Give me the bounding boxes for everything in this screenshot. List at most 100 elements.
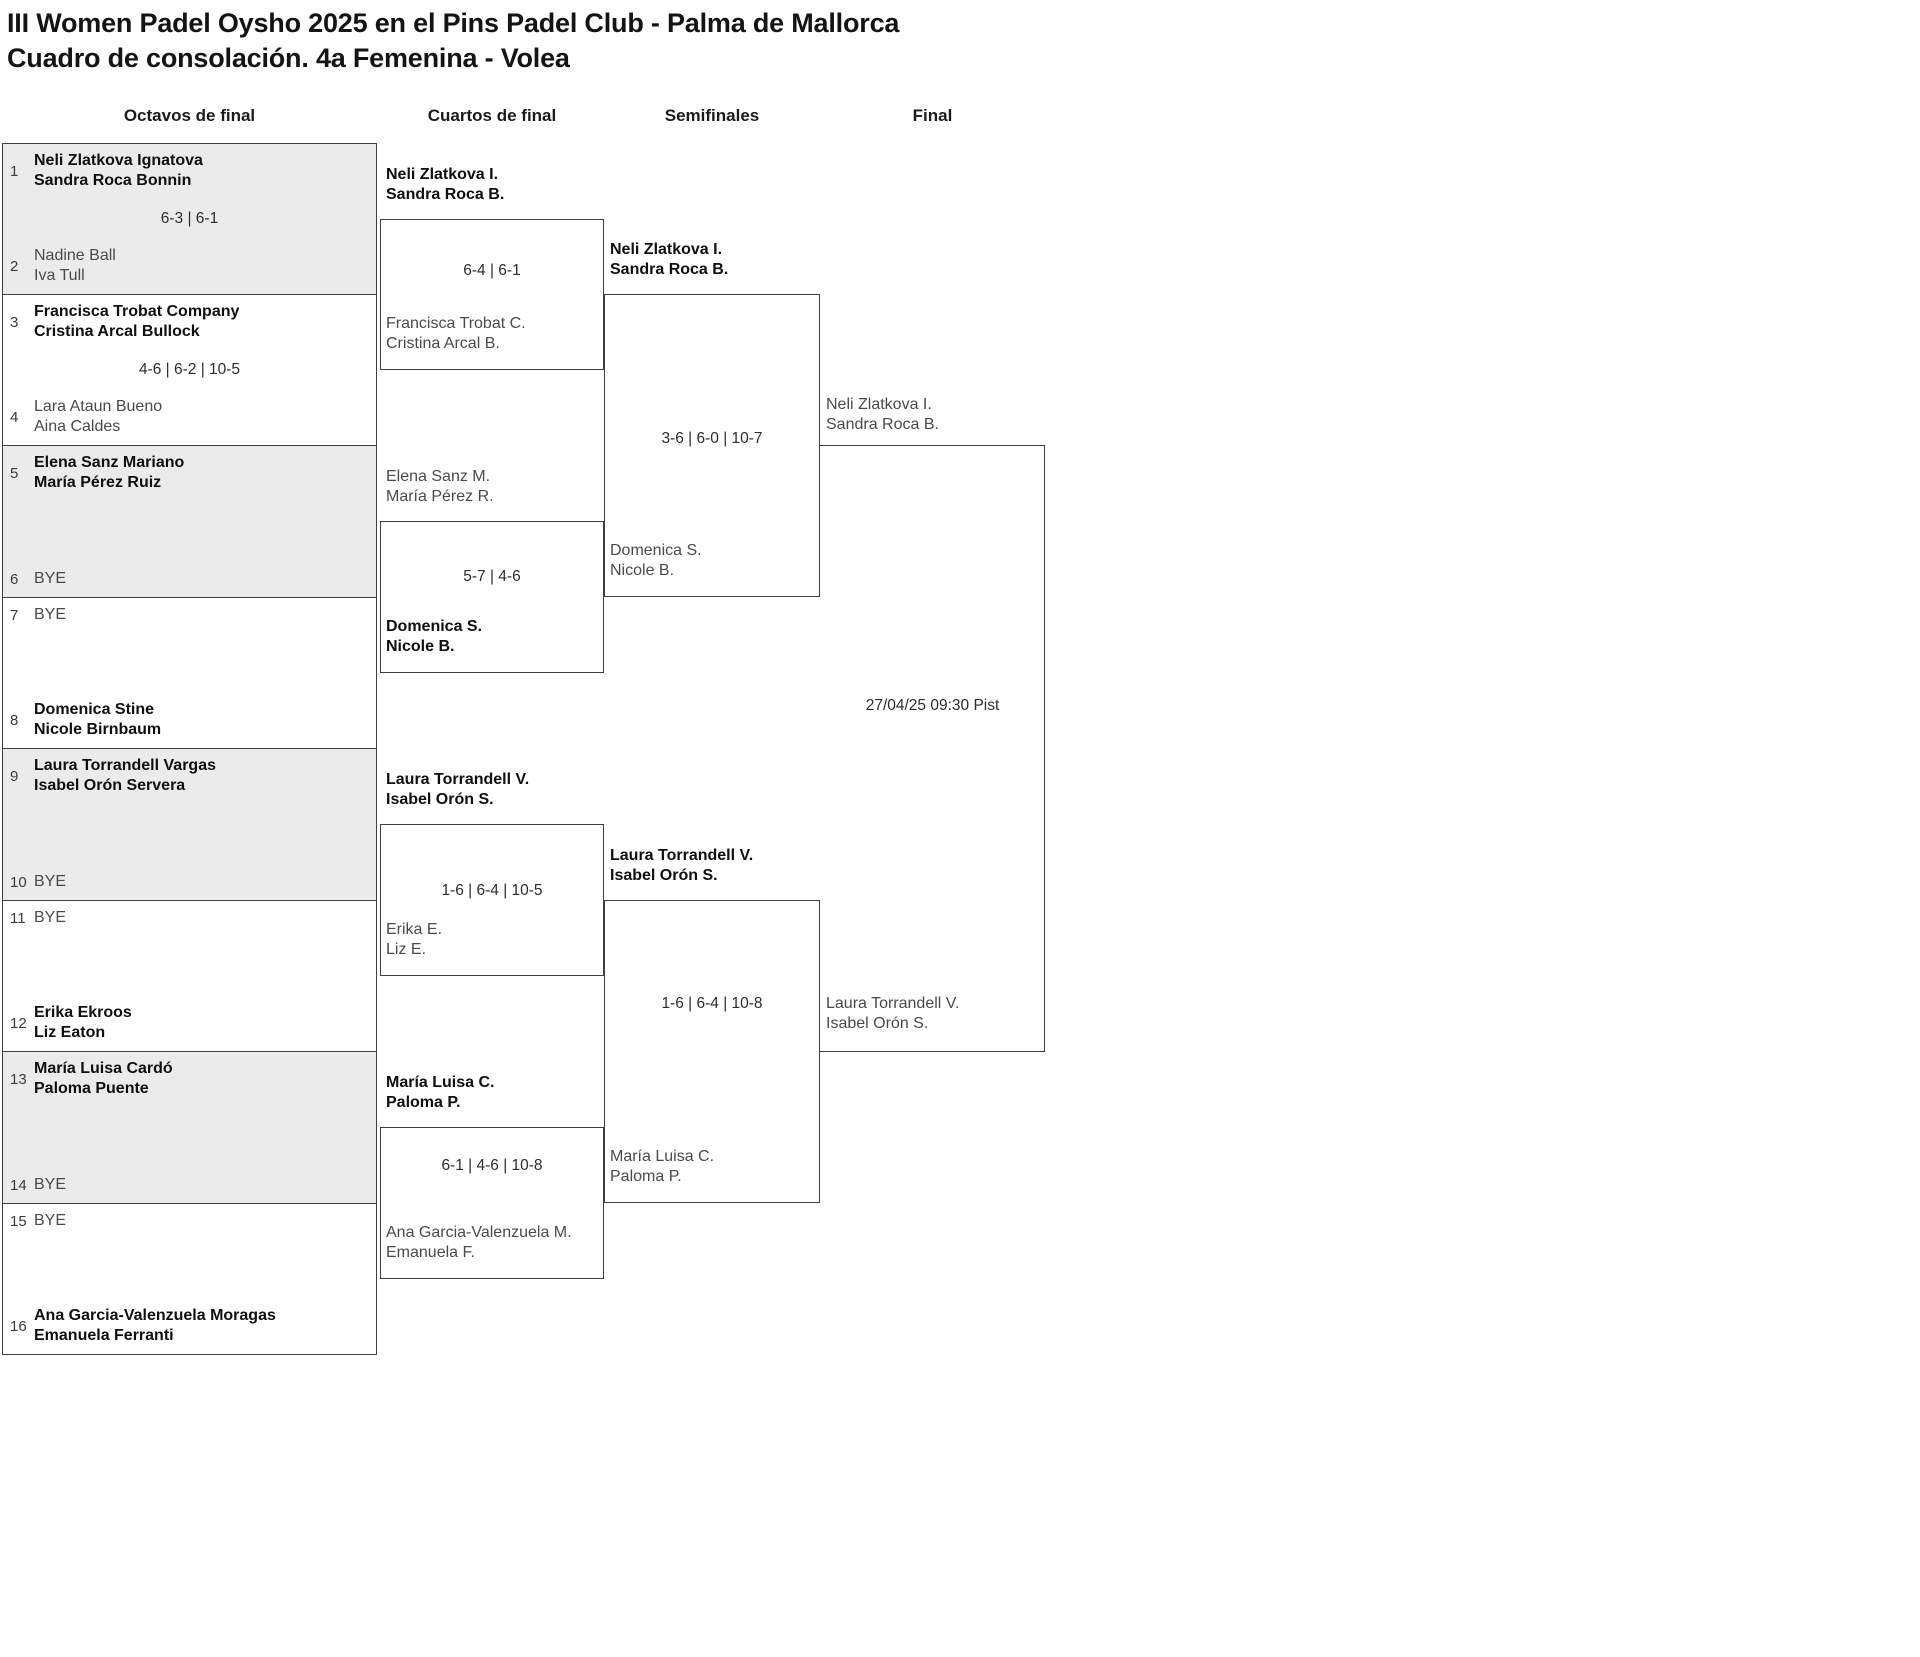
- round-header-semifinales: Semifinales: [664, 106, 760, 125]
- sf1-team-top: Neli Zlatkova I.Sandra Roca B.: [610, 241, 729, 278]
- bye-label: BYE: [34, 570, 67, 587]
- r16-match-5: 9 Laura Torrandell Vargas Isabel Orón Se…: [2, 748, 377, 901]
- player-2-name: Paloma Puente: [34, 1080, 149, 1097]
- semifinal-1-box: [604, 294, 820, 597]
- r16-match-4: 7 BYE 8 Domenica Stine Nicole Birnbaum: [2, 597, 377, 749]
- seed-number: 14: [10, 1176, 27, 1194]
- team-names: María Luisa Cardó Paloma Puente: [34, 1059, 376, 1099]
- r16-slot-2: 2 Nadine Ball Iva Tull: [3, 246, 376, 286]
- r16-slot-16: 16 Ana Garcia-Valenzuela Moragas Emanuel…: [3, 1306, 376, 1346]
- player-2-name: María Pérez Ruiz: [34, 474, 162, 491]
- qf4-team-top: María Luisa C.Paloma P.: [386, 1074, 495, 1111]
- round-header-octavos: Octavos de final: [123, 106, 256, 125]
- bye-label: BYE: [34, 606, 67, 623]
- team-names: Neli Zlatkova Ignatova Sandra Roca Bonni…: [34, 151, 376, 191]
- team-names: BYE: [34, 1175, 376, 1195]
- team-names: Nadine Ball Iva Tull: [34, 246, 376, 286]
- match-score: 6-3 | 6-1: [160, 210, 219, 227]
- quarterfinal-1-box: [380, 219, 604, 370]
- player-2-name: Aina Caldes: [34, 418, 121, 435]
- player-1-name: Laura Torrandell Vargas: [34, 757, 216, 774]
- player-1-name: Ana Garcia-Valenzuela Moragas: [34, 1307, 276, 1324]
- team-names: Francisca Trobat Company Cristina Arcal …: [34, 302, 376, 342]
- team-names: BYE: [34, 872, 376, 892]
- seed-number: 3: [10, 313, 19, 331]
- quarterfinal-3-box: [380, 824, 604, 976]
- team-names: Domenica Stine Nicole Birnbaum: [34, 700, 376, 740]
- seed-number: 2: [10, 257, 19, 275]
- player-2-name: Iva Tull: [34, 267, 85, 284]
- seed-number: 4: [10, 408, 19, 426]
- qf2-team-top: Elena Sanz M.María Pérez R.: [386, 468, 494, 505]
- player-1-name: Erika Ekroos: [34, 1004, 132, 1021]
- r16-slot-3: 3 Francisca Trobat Company Cristina Arca…: [3, 302, 376, 342]
- bye-label: BYE: [34, 1212, 67, 1229]
- player-2-name: Liz Eaton: [34, 1024, 106, 1041]
- r16-match-2: 3 Francisca Trobat Company Cristina Arca…: [2, 294, 377, 446]
- seed-number: 15: [10, 1212, 27, 1230]
- player-1-name: Francisca Trobat Company: [34, 303, 240, 320]
- r16-slot-1: 1 Neli Zlatkova Ignatova Sandra Roca Bon…: [3, 151, 376, 191]
- seed-number: 10: [10, 873, 27, 891]
- bye-label: BYE: [34, 873, 67, 890]
- r16-slot-6: 6 BYE: [3, 569, 376, 589]
- round-header-final: Final: [912, 106, 953, 125]
- r16-slot-4: 4 Lara Ataun Bueno Aina Caldes: [3, 397, 376, 437]
- qf1-score: 6-4 | 6-1: [463, 262, 521, 279]
- team-names: BYE: [34, 908, 376, 928]
- r16-slot-8: 8 Domenica Stine Nicole Birnbaum: [3, 700, 376, 740]
- player-1-name: Domenica Stine: [34, 701, 155, 718]
- team-names: BYE: [34, 605, 376, 625]
- semifinal-2-box: [604, 900, 820, 1203]
- quarterfinal-4-box: [380, 1127, 604, 1279]
- r16-match-6: 11 BYE 12 Erika Ekroos Liz Eaton: [2, 900, 377, 1052]
- player-2-name: Nicole Birnbaum: [34, 721, 162, 738]
- team-names: Lara Ataun Bueno Aina Caldes: [34, 397, 376, 437]
- seed-number: 9: [10, 767, 19, 785]
- r16-match-1: 1 Neli Zlatkova Ignatova Sandra Roca Bon…: [2, 143, 377, 295]
- page-title-line2: Cuadro de consolación. 4a Femenina - Vol…: [7, 43, 570, 73]
- r16-slot-10: 10 BYE: [3, 872, 376, 892]
- quarterfinal-2-box: [380, 521, 604, 673]
- player-2-name: Isabel Orón Servera: [34, 777, 186, 794]
- seed-number: 12: [10, 1014, 27, 1032]
- sf2-team-bottom: María Luisa C.Paloma P.: [610, 1148, 715, 1185]
- team-names: BYE: [34, 1211, 376, 1231]
- round-header-cuartos: Cuartos de final: [427, 106, 557, 125]
- seed-number: 6: [10, 570, 19, 588]
- final-team-top: Neli Zlatkova I.Sandra Roca B.: [826, 396, 939, 433]
- r16-slot-13: 13 María Luisa Cardó Paloma Puente: [3, 1059, 376, 1099]
- team-names: Elena Sanz Mariano María Pérez Ruiz: [34, 453, 376, 493]
- team-names: Laura Torrandell Vargas Isabel Orón Serv…: [34, 756, 376, 796]
- seed-number: 16: [10, 1317, 27, 1335]
- team-names: BYE: [34, 569, 376, 589]
- qf4-score: 6-1 | 4-6 | 10-8: [441, 1157, 543, 1174]
- qf3-team-top: Laura Torrandell V.Isabel Orón S.: [386, 771, 530, 808]
- r16-slot-7: 7 BYE: [3, 605, 376, 625]
- player-1-name: María Luisa Cardó: [34, 1060, 173, 1077]
- player-2-name: Emanuela Ferranti: [34, 1327, 174, 1344]
- sf1-score: 3-6 | 6-0 | 10-7: [661, 430, 763, 447]
- qf1-team-bottom: Francisca Trobat C.Cristina Arcal B.: [386, 315, 526, 352]
- player-2-name: Sandra Roca Bonnin: [34, 172, 192, 189]
- sf2-score: 1-6 | 6-4 | 10-8: [661, 995, 763, 1012]
- r16-slot-12: 12 Erika Ekroos Liz Eaton: [3, 1003, 376, 1043]
- qf2-score: 5-7 | 4-6: [463, 568, 521, 585]
- sf2-team-top: Laura Torrandell V.Isabel Orón S.: [610, 847, 754, 884]
- qf2-team-bottom: Domenica S.Nicole B.: [386, 618, 483, 655]
- page-title: III Women Padel Oysho 2025 en el Pins Pa…: [7, 6, 899, 76]
- qf3-team-bottom: Erika E.Liz E.: [386, 921, 443, 958]
- seed-number: 5: [10, 464, 19, 482]
- player-2-name: Cristina Arcal Bullock: [34, 323, 200, 340]
- qf3-score: 1-6 | 6-4 | 10-5: [441, 882, 543, 899]
- seed-number: 13: [10, 1070, 27, 1088]
- r16-match-7: 13 María Luisa Cardó Paloma Puente 14 BY…: [2, 1051, 377, 1204]
- final-box: [820, 445, 1045, 1052]
- player-1-name: Neli Zlatkova Ignatova: [34, 152, 203, 169]
- final-team-bottom: Laura Torrandell V.Isabel Orón S.: [826, 995, 960, 1032]
- r16-slot-15: 15 BYE: [3, 1211, 376, 1231]
- r16-slot-9: 9 Laura Torrandell Vargas Isabel Orón Se…: [3, 756, 376, 796]
- player-1-name: Nadine Ball: [34, 247, 116, 264]
- r16-match-8: 15 BYE 16 Ana Garcia-Valenzuela Moragas …: [2, 1203, 377, 1355]
